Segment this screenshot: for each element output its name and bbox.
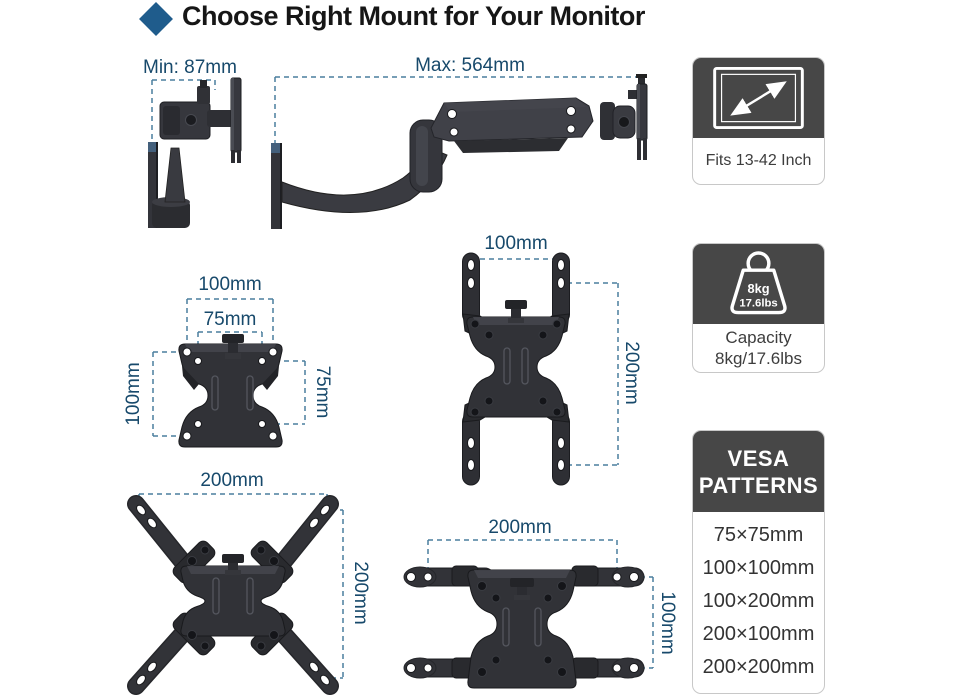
monitor-diagonal-icon xyxy=(713,66,804,130)
vesa-plate-100x75-figure: 100mm 75mm 100mm 75mm xyxy=(125,274,333,448)
screen-size-card: Fits 13-42 Inch xyxy=(692,57,825,185)
page-title: Choose Right Mount for Your Monitor xyxy=(182,1,645,31)
capacity-caption-line2: 8kg/17.6lbs xyxy=(715,349,802,368)
dimension-label: 200mm xyxy=(350,561,371,624)
lower-arm xyxy=(281,146,448,213)
vesa-plate-drawing xyxy=(403,565,645,689)
capacity-card-header: 8kg 17.6lbs xyxy=(693,244,824,324)
extended-arm-figure: Max: 564mm xyxy=(271,55,648,229)
thumbscrew-knob xyxy=(510,578,534,587)
capacity-caption-line1: Capacity xyxy=(725,328,792,347)
vesa-plate-drawing xyxy=(462,252,570,486)
capacity-card: 8kg 17.6lbs Capacity 8kg/17.6lbs xyxy=(692,243,825,373)
dimension-label: 75mm xyxy=(312,366,333,419)
weight-icon-lbs: 17.6lbs xyxy=(739,298,777,310)
vesa-plate-drawing xyxy=(178,334,283,448)
dimension-label: 100mm xyxy=(657,591,678,654)
extended-arm-drawing xyxy=(271,74,648,229)
screen-size-card-header xyxy=(693,58,824,138)
diamond-bullet-icon xyxy=(139,2,173,36)
thumbscrew-knob xyxy=(222,334,244,343)
vesa-plate-200x100-figure: 200mm 100mm xyxy=(403,517,678,689)
vesa-plate-100x200-figure: 100mm 200mm xyxy=(462,233,642,486)
dimension-label: 100mm xyxy=(125,362,144,425)
tilt-joint xyxy=(600,102,615,140)
vesa-pattern-item: 200×200mm xyxy=(702,656,815,678)
folded-mount-figure: Min: 87mm xyxy=(143,57,242,228)
screen-size-caption: Fits 13-42 Inch xyxy=(705,152,812,169)
min-depth-label: Min: 87mm xyxy=(143,57,237,78)
vesa-plate-drawing xyxy=(127,495,339,695)
weight-icon-kg: 8kg xyxy=(747,281,769,296)
vesa-patterns-card: VESA PATTERNS 75×75mm 100×100mm 100×200m… xyxy=(692,430,825,694)
dimension-label: 200mm xyxy=(621,341,642,404)
vesa-pattern-list: 75×75mm 100×100mm 100×200mm 200×100mm 20… xyxy=(693,512,824,684)
wall-plate xyxy=(148,142,158,228)
folded-mount-drawing xyxy=(148,77,242,228)
vesa-pattern-item: 100×200mm xyxy=(702,590,815,612)
dimension-label: 200mm xyxy=(488,517,551,538)
dimension-label: 100mm xyxy=(484,233,547,254)
vesa-plate-200x200-figure: 200mm 200mm xyxy=(127,470,371,695)
vesa-pattern-item: 100×100mm xyxy=(702,557,815,579)
weight-icon: 8kg 17.6lbs xyxy=(730,251,787,315)
thumbscrew-knob xyxy=(222,554,244,563)
dimension-label: 75mm xyxy=(204,309,257,330)
vesa-pattern-item: 75×75mm xyxy=(713,524,804,546)
thumbscrew-knob xyxy=(505,300,527,309)
vesa-patterns-header: VESA PATTERNS xyxy=(693,431,824,512)
dimension-label: 200mm xyxy=(200,470,263,491)
dimension-label: 100mm xyxy=(198,274,261,295)
vesa-pattern-item: 200×100mm xyxy=(702,623,815,645)
wall-plate xyxy=(271,143,282,229)
max-extension-label: Max: 564mm xyxy=(415,55,525,76)
